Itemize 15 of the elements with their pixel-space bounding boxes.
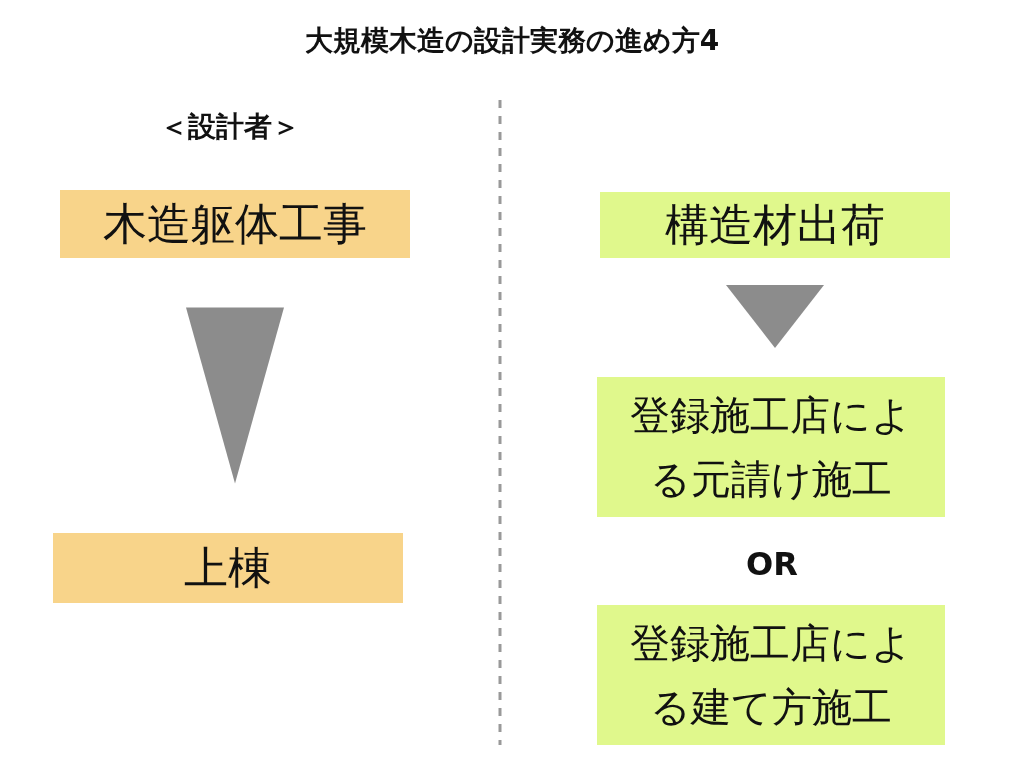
arrow [186,307,284,484]
step-text: 登録施工店による建て方施工 [629,619,913,732]
separator-text: OR [745,545,799,583]
step-text: 登録施工店による元請け施工 [629,391,913,504]
step-box [597,605,945,745]
step-box [597,377,945,517]
step-text: 木造躯体工事 [103,196,367,251]
step-text: 上棟 [184,540,272,595]
step-box [600,192,950,258]
title: 大規模木造の設計実務の進め方4 [303,23,721,59]
step-box [53,533,403,603]
step-box [60,190,410,258]
column-heading: ＜設計者＞ [159,109,301,145]
arrow [726,285,824,348]
step-text: 構造材出荷 [665,197,885,252]
